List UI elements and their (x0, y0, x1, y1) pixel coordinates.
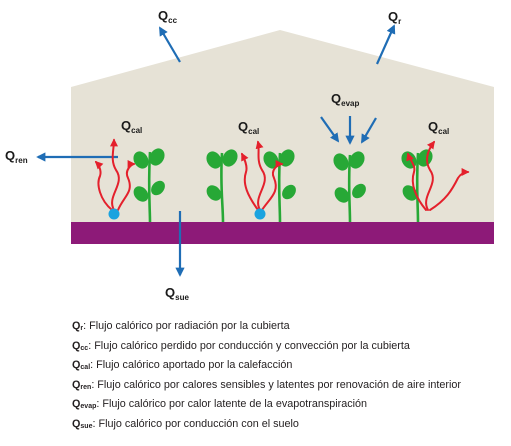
heater-dot-left (108, 208, 120, 220)
legend-row-qcal: Qcal: Flujo calórico aportado por la cal… (72, 357, 507, 377)
ground-strip (71, 222, 494, 244)
legend-row-qsue: Qsue: Flujo calórico por conducción con … (72, 416, 507, 436)
plant-1 (133, 148, 165, 223)
label-qcal-left: Qcal (121, 118, 142, 135)
heat-flow-middle (241, 140, 284, 211)
legend-row-qevap: Qevap: Flujo calórico por calor latente … (72, 396, 507, 416)
arrow-qr (375, 24, 396, 65)
label-qsue: Qsue (165, 285, 189, 302)
legend-symbol: Qcal (72, 359, 91, 372)
arrow-qevap-right (361, 117, 377, 144)
arrow-qcc (159, 26, 181, 63)
heater-dot-middle (254, 208, 266, 220)
legend-row-qr: Qr: Flujo calórico por radiación por la … (72, 318, 507, 338)
heat-flow-left (94, 138, 136, 211)
label-qcc: Qcc (158, 8, 178, 25)
legend-row-qren: Qren: Flujo calórico por calores sensibl… (72, 377, 507, 397)
arrow-qevap-left (320, 116, 340, 143)
legend-row-qcc: Qcc: Flujo calórico perdido por conducci… (72, 338, 507, 358)
legend-text: : Flujo calórico por calor latente de la… (96, 398, 368, 411)
label-qren: Qren (5, 148, 28, 165)
label-qr: Qr (388, 9, 401, 26)
label-qevap: Qevap (331, 91, 359, 108)
legend-symbol: Qr (72, 320, 84, 332)
legend-symbol: Qren (72, 378, 92, 391)
legend-text: : Flujo calórico perdido por conducción … (88, 339, 410, 352)
legend-symbol: Qcc (72, 339, 89, 352)
legend-symbol: Qsue (72, 417, 93, 430)
legend-text: : Flujo calórico por conducción con el s… (92, 417, 299, 430)
legend-text: : Flujo calórico por radiación por la cu… (83, 320, 290, 332)
plant-2 (206, 149, 238, 223)
label-qcal-right: Qcal (428, 119, 449, 136)
legend-symbol: Qevap (72, 398, 97, 411)
plant-4 (333, 151, 366, 223)
legend: Qr: Flujo calórico por radiación por la … (72, 318, 507, 436)
label-qcal-middle: Qcal (238, 119, 259, 136)
legend-text: : Flujo calórico por calores sensibles y… (91, 378, 461, 391)
heat-flow-right (406, 140, 470, 211)
legend-text: : Flujo calórico aportado por la calefac… (90, 359, 293, 372)
greenhouse-shape (71, 30, 494, 222)
